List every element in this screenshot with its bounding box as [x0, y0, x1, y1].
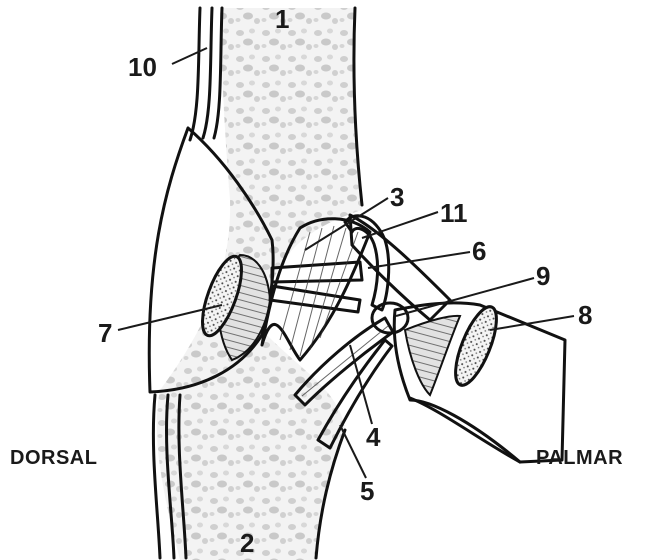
palmar-muscle [394, 302, 565, 462]
label-5: 5 [360, 476, 374, 506]
label-palmar: PALMAR [536, 447, 623, 469]
label-6: 6 [472, 236, 486, 266]
label-1: 1 [275, 4, 289, 34]
label-2: 2 [240, 528, 254, 558]
label-4: 4 [366, 422, 381, 452]
label-7: 7 [98, 318, 112, 348]
label-dorsal: DORSAL [10, 447, 97, 469]
label-10: 10 [128, 52, 157, 82]
label-3: 3 [390, 182, 404, 212]
label-9: 9 [536, 261, 550, 291]
label-11: 11 [440, 198, 468, 228]
label-8: 8 [578, 300, 592, 330]
